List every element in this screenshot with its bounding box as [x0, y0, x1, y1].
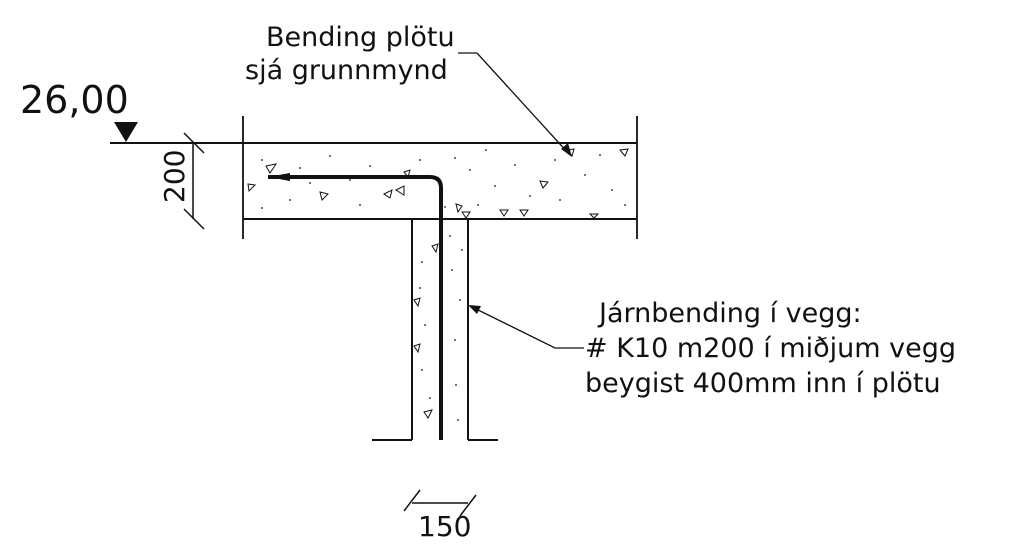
concrete-dots-slab — [261, 149, 626, 209]
dim-200-tick-bottom — [183, 208, 205, 230]
dim-150-tick-right — [459, 494, 477, 517]
wall-note-line3: beygist 400mm inn í plötu — [585, 368, 941, 399]
wall-note-line2: # K10 m200 í miðjum vegg — [585, 333, 956, 364]
dim-slab-thickness-label: 200 — [158, 150, 191, 203]
wall-note-arrow-icon — [468, 305, 481, 314]
concrete-hatch-slab — [247, 148, 629, 219]
elevation-triangle-icon — [114, 122, 138, 142]
rebar-end-arrow-icon — [268, 173, 290, 181]
concrete-hatch-wall — [413, 243, 439, 419]
slab-note-line2: sjá grunnmynd — [245, 55, 448, 86]
concrete-dots-wall — [419, 235, 463, 421]
dim-150-tick-left — [403, 489, 421, 512]
slab-note-arrow-icon — [561, 143, 572, 157]
dim-wall-thickness-label: 150 — [418, 510, 471, 543]
elevation-label: 26,00 — [20, 78, 129, 122]
wall-note-line1: Járnbending í vegg: — [597, 298, 862, 329]
reinforcement-bar — [268, 175, 443, 440]
slab-note-leader — [458, 52, 570, 155]
dim-200-tick-top — [183, 132, 205, 154]
slab-note-line1: Bending plötu — [266, 22, 455, 53]
wall-note-leader — [469, 305, 584, 349]
